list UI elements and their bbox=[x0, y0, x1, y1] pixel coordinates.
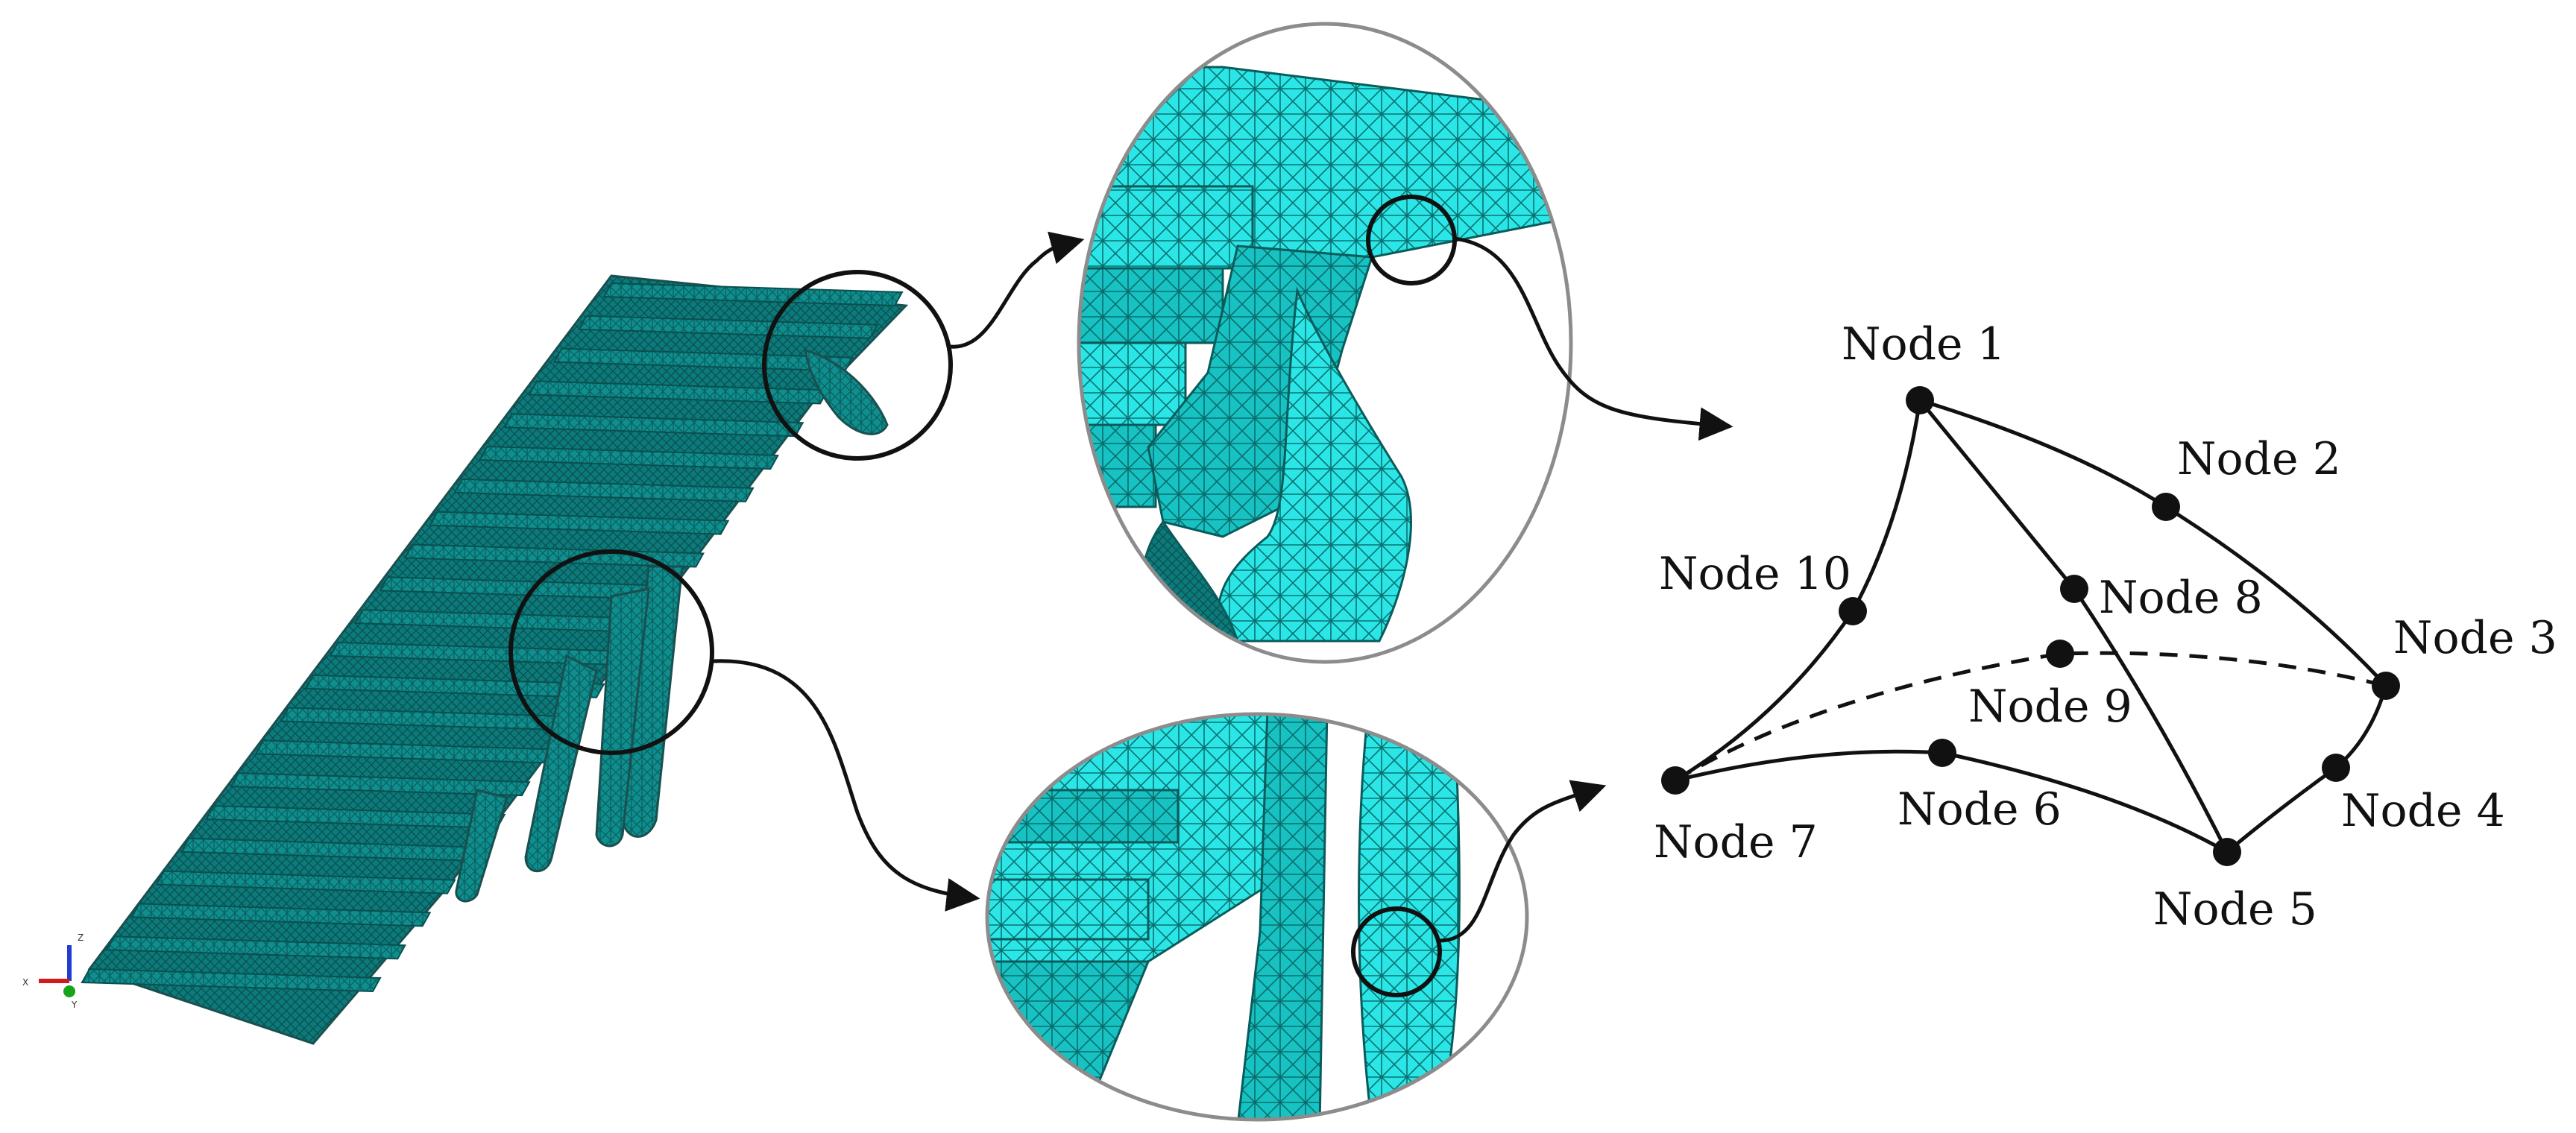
detail-circle-bottom bbox=[508, 549, 714, 755]
support-column-top bbox=[804, 348, 889, 435]
node-3-dot bbox=[2372, 672, 2400, 700]
staircase-mesh-model bbox=[81, 270, 953, 1045]
zoom-detail-top bbox=[1077, 22, 1573, 664]
axis-triad-icon: Z X Y bbox=[22, 932, 84, 1010]
node-1-dot bbox=[1906, 386, 1934, 414]
node-6-label: Node 6 bbox=[1898, 783, 2062, 836]
stair-tread bbox=[304, 674, 605, 698]
detail-circle-element-2 bbox=[1351, 906, 1442, 997]
node-9-dot bbox=[2046, 640, 2074, 668]
stair-tread bbox=[528, 380, 829, 405]
node-10-label: Node 10 bbox=[1659, 548, 1851, 600]
support-column-3 bbox=[595, 587, 650, 848]
axis-x-label: X bbox=[22, 977, 28, 988]
stair-steps bbox=[81, 282, 904, 993]
stair-tread bbox=[155, 870, 456, 894]
support-column-2 bbox=[524, 654, 598, 873]
stair-tread bbox=[230, 772, 531, 797]
stair-tread bbox=[130, 903, 432, 927]
zoom-detail-bottom bbox=[985, 712, 1529, 1122]
node-7-label: Node 7 bbox=[1654, 816, 1818, 868]
node-10-dot bbox=[1839, 597, 1867, 625]
stair-tread bbox=[577, 315, 879, 339]
node-7-dot bbox=[1661, 766, 1689, 795]
arrow-icon bbox=[711, 231, 1733, 943]
detail-circle-top bbox=[762, 270, 953, 461]
node-8-label: Node 8 bbox=[2099, 572, 2263, 624]
stair-tread bbox=[428, 511, 730, 535]
node-6-dot bbox=[1928, 739, 1956, 767]
node-9-label: Node 9 bbox=[1968, 681, 2132, 733]
stair-tread bbox=[453, 478, 755, 502]
axis-y-label: Y bbox=[71, 1000, 78, 1010]
stair-tread bbox=[105, 935, 407, 960]
tetrahedral-element-diagram: Node 1 Node 2 Node 3 Node 4 Node 5 Node … bbox=[1654, 318, 2557, 935]
node-5-dot bbox=[2213, 838, 2241, 866]
node-2-dot bbox=[2152, 493, 2180, 521]
stair-tread bbox=[81, 968, 382, 993]
node-8-dot bbox=[2060, 575, 2088, 603]
node-5-label: Node 5 bbox=[2153, 883, 2317, 935]
node-4-label: Node 4 bbox=[2341, 785, 2505, 837]
node-1-label: Node 1 bbox=[1842, 318, 2006, 370]
stair-tread bbox=[478, 446, 780, 470]
node-3-label: Node 3 bbox=[2393, 612, 2557, 664]
node-2-label: Node 2 bbox=[2177, 433, 2341, 485]
support-column-4 bbox=[455, 789, 508, 903]
axis-z-label: Z bbox=[78, 932, 84, 943]
node-4-dot bbox=[2322, 754, 2350, 782]
